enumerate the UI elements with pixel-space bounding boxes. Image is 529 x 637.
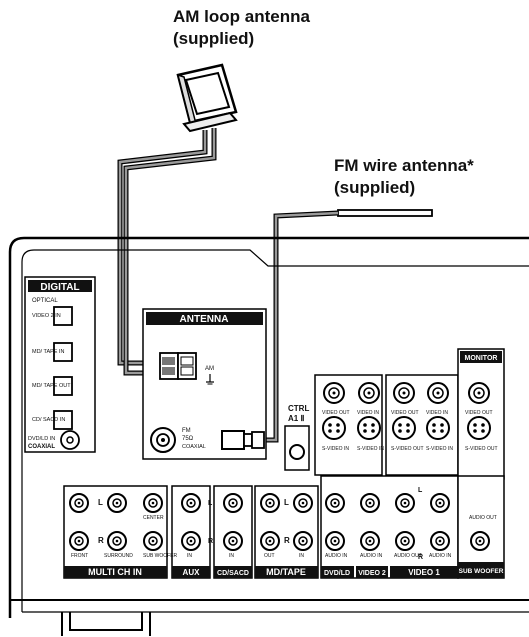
- dvd-coaxial-input-label: DVD/LD IN: [28, 436, 55, 442]
- cd-in-label: IN: [229, 553, 234, 559]
- fm-coaxial-jack: [150, 427, 176, 453]
- monitor-video-out-jack: [468, 382, 490, 404]
- am-loop-antenna: [176, 63, 238, 133]
- coaxial-label: COAXIAL: [28, 444, 55, 450]
- audio-jacks-bottom: [69, 531, 450, 551]
- digital-input-4-label: CD/ SACD IN: [32, 417, 65, 423]
- audio-label-1: AUDIO IN: [325, 553, 348, 559]
- video-1-label: VIDEO 1: [408, 568, 440, 577]
- video-jack-4: [427, 382, 449, 404]
- audio-jacks-top: [69, 493, 450, 513]
- aux-l-marker: L: [208, 500, 213, 507]
- digital-input-2-label: MD/ TAPE IN: [32, 349, 65, 355]
- am-antenna-callout: AM loop antenna (supplied): [173, 6, 310, 50]
- video-label-4: VIDEO IN: [426, 410, 448, 416]
- coaxial-jack: [60, 430, 80, 450]
- audio-label-4: AUDIO IN: [429, 553, 452, 559]
- monitor-panel: MONITOR VIDEO OUT S-VIDEO OUT: [457, 348, 505, 480]
- receiver-rear-panel: [8, 236, 529, 636]
- md-tape-label: MD/TAPE: [266, 567, 306, 577]
- svideo-jack-4: [426, 416, 450, 440]
- fm-wire-antenna: [262, 209, 433, 443]
- digital-input-3-label: MD/ TAPE OUT: [32, 383, 71, 389]
- aux-r-marker: R: [208, 538, 213, 545]
- ctrl-a1-port: CTRL A1 Ⅱ: [284, 404, 310, 471]
- video-label-2: VIDEO IN: [357, 410, 379, 416]
- front-label: FRONT: [71, 553, 88, 559]
- aux-in-label: IN: [187, 553, 192, 559]
- ctrl-label: CTRL: [288, 404, 309, 413]
- center-label: CENTER: [143, 515, 164, 521]
- monitor-svideo-out-jack: [467, 416, 491, 440]
- video-jack-3: [393, 382, 415, 404]
- fm-coaxial-label: COAXIAL: [182, 444, 206, 450]
- am-antenna-supplied: (supplied): [173, 29, 255, 48]
- fm-antenna-title: FM wire antenna*: [334, 156, 474, 175]
- am-terminals: [159, 352, 197, 380]
- fm-impedance-label: 75Ω: [182, 436, 194, 442]
- multi-ch-in-label: MULTI CH IN: [88, 567, 142, 577]
- video-label-1: VIDEO OUT: [322, 410, 350, 416]
- optical-jacks: [53, 306, 73, 430]
- dvd-ld-label: DVD/LD: [324, 570, 350, 577]
- audio-label-2: AUDIO IN: [360, 553, 383, 559]
- fm-antenna-callout: FM wire antenna* (supplied): [334, 155, 474, 199]
- cd-sacd-label: CD/SACD: [217, 570, 249, 577]
- video-audio-r-marker: R: [418, 554, 423, 561]
- video-audio-l-marker: L: [418, 487, 423, 494]
- monitor-svideo-out-label: S-VIDEO OUT: [465, 446, 498, 452]
- optical-label: OPTICAL: [32, 298, 58, 304]
- ctrl-a1-label: A1 Ⅱ: [288, 414, 304, 423]
- fm-connector-plug: [221, 430, 265, 450]
- svideo-jack-1: [322, 416, 346, 440]
- monitor-video-out-label: VIDEO OUT: [465, 410, 493, 416]
- video-jack-1: [323, 382, 345, 404]
- multi-ch-l-marker: L: [98, 498, 103, 507]
- md-in-label: IN: [299, 553, 304, 559]
- am-antenna-wire: [117, 128, 217, 376]
- audio-label-3: AUDIO OUT: [394, 553, 422, 559]
- multi-subwoofer-label: SUB WOOFER: [143, 553, 178, 559]
- svideo-label-1: S-VIDEO IN: [322, 446, 349, 452]
- video-jack-2: [358, 382, 380, 404]
- video-block: VIDEO OUT VIDEO IN VIDEO OUT VIDEO IN S-…: [314, 374, 459, 476]
- svideo-jack-3: [392, 416, 416, 440]
- digital-input-1-label: VIDEO 2 IN: [32, 313, 61, 319]
- svideo-label-3: S-VIDEO OUT: [391, 446, 424, 452]
- subwoofer-jack: [470, 531, 490, 551]
- md-out-label: OUT: [264, 553, 275, 559]
- md-r-marker: R: [284, 536, 290, 545]
- svideo-jack-2: [357, 416, 381, 440]
- antenna-title: ANTENNA: [180, 314, 229, 325]
- monitor-title: MONITOR: [465, 355, 498, 362]
- am-antenna-title: AM loop antenna: [173, 7, 310, 26]
- audio-block: L R L R L R L R CENTER FRONT SURROUND SU…: [63, 475, 505, 579]
- subwoofer-audio-out-label: AUDIO OUT: [469, 515, 497, 521]
- svideo-label-2: S-VIDEO IN: [357, 446, 384, 452]
- multi-ch-r-marker: R: [98, 536, 104, 545]
- bottom-label-bars: MULTI CH IN AUX CD/SACD MD/TAPE DVD/LD V…: [64, 562, 504, 578]
- video-2-label: VIDEO 2: [358, 570, 386, 577]
- md-l-marker: L: [284, 498, 289, 507]
- svideo-label-4: S-VIDEO IN: [426, 446, 453, 452]
- fm-terminal-label: FM: [182, 428, 191, 434]
- digital-title: DIGITAL: [40, 282, 79, 293]
- video-label-3: VIDEO OUT: [391, 410, 419, 416]
- am-terminal-label: AM: [205, 366, 214, 372]
- digital-panel: DIGITAL OPTICAL VIDEO 2 IN MD/ TAPE IN M…: [24, 276, 96, 453]
- ground-icon: [206, 374, 214, 385]
- sub-woofer-label: SUB WOOFER: [459, 568, 504, 575]
- fm-antenna-supplied: (supplied): [334, 178, 416, 197]
- aux-label: AUX: [183, 568, 201, 577]
- surround-label: SURROUND: [104, 553, 133, 559]
